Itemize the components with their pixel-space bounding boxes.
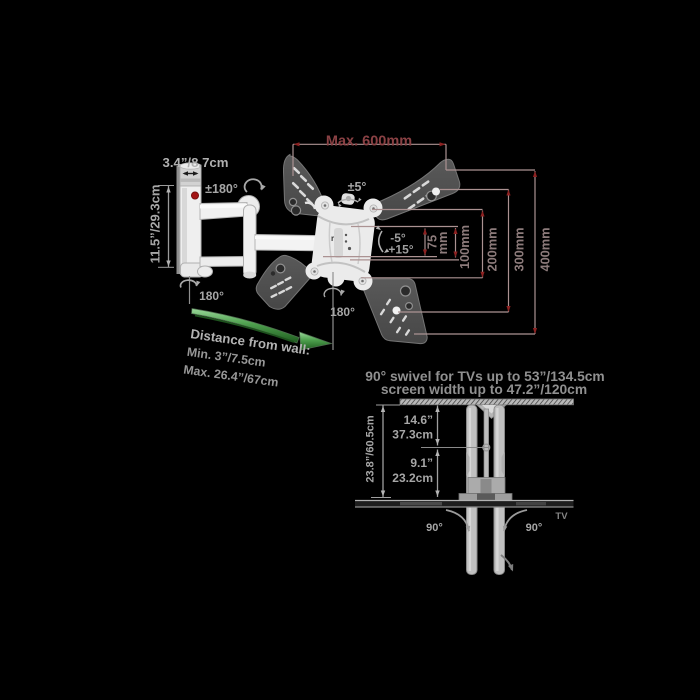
svg-text:r: r [331,234,334,243]
svg-text:TV: TV [555,511,568,522]
svg-text:23.8”/60.5cm: 23.8”/60.5cm [365,415,377,482]
svg-text:11.5”/29.3cm: 11.5”/29.3cm [148,185,163,264]
svg-text:Max. 600mm: Max. 600mm [326,134,412,150]
svg-text:75: 75 [425,235,440,249]
svg-text:-5°: -5° [390,231,406,245]
svg-text:90°: 90° [526,522,543,534]
svg-text:37.3cm: 37.3cm [392,428,433,442]
svg-text:±5°: ±5° [348,180,367,194]
svg-text:400mm: 400mm [538,227,553,271]
svg-text:180°: 180° [199,289,224,303]
svg-text:screen width up to 47.2”/120cm: screen width up to 47.2”/120cm [381,382,587,397]
svg-text:+15°: +15° [388,243,413,257]
svg-text:mm: mm [435,232,450,255]
svg-text:90°: 90° [426,522,443,534]
svg-text:9.1”: 9.1” [410,456,433,470]
svg-text:3.4”/8.7cm: 3.4”/8.7cm [163,155,229,170]
svg-text:200mm: 200mm [485,227,500,271]
svg-text:300mm: 300mm [512,227,527,271]
svg-text:23.2cm: 23.2cm [392,471,433,485]
svg-text:14.6”: 14.6” [404,413,433,427]
svg-text:±180°: ±180° [205,182,238,196]
svg-text:100mm: 100mm [457,225,472,269]
svg-text:90° swivel for TVs up to 53”/1: 90° swivel for TVs up to 53”/134.5cm [365,369,604,384]
svg-text:180°: 180° [330,305,355,319]
